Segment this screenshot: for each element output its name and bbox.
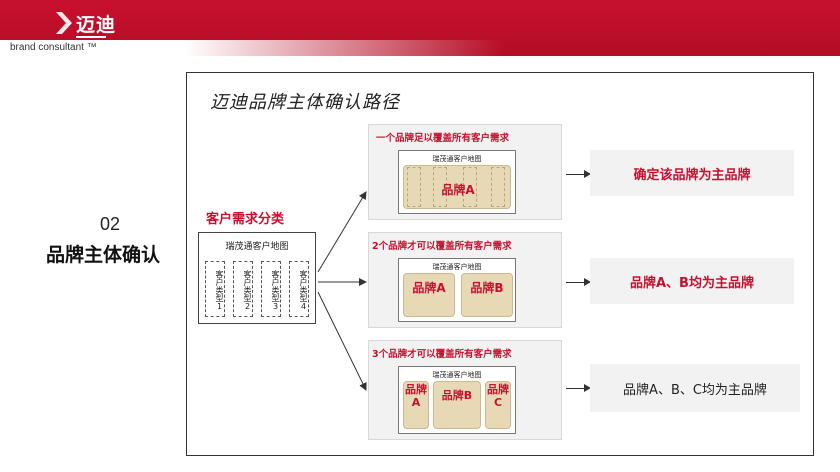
diagram-frame: [186, 72, 814, 456]
logo-name: 迈迪: [76, 14, 117, 36]
arrow-to-scenario-3: [317, 291, 367, 391]
logo: 迈迪 brand consultant ™: [8, 6, 168, 54]
brand-block: [485, 381, 511, 429]
brand-block: [461, 273, 513, 317]
scenario-label-2: 2个品牌才可以覆盖所有客户需求: [372, 241, 512, 252]
ghost-segment: [433, 167, 447, 207]
brand-label: 品牌C: [487, 383, 509, 409]
brand-label: 品牌B: [470, 281, 504, 295]
scenario-map-1: 瑞茂通客户地图 品牌A: [398, 150, 516, 214]
logo-underline: [76, 36, 106, 38]
scenario-map-title-2: 瑞茂通客户地图: [432, 263, 482, 271]
logo-subtitle: brand consultant ™: [10, 42, 97, 53]
brand-block: [403, 273, 455, 317]
result-box-3: 品牌A、B、C均为主品牌: [590, 364, 800, 412]
customer-segment: 客户类型1: [205, 261, 225, 317]
result-arrow-head-3: [584, 384, 591, 392]
section-title: 品牌主体确认: [45, 244, 160, 266]
scenario-map-title-1: 瑞茂通客户地图: [432, 155, 482, 163]
scenario-map-3: 瑞茂通客户地图 品牌A 品牌B 品牌C: [398, 366, 516, 434]
result-arrow-head-1: [584, 170, 591, 178]
result-box-2: 品牌A、B均为主品牌: [590, 258, 794, 304]
scenario-map-2: 瑞茂通客户地图 品牌A 品牌B: [398, 258, 516, 322]
brand-block: [403, 165, 511, 209]
result-box-1: 确定该品牌为主品牌: [590, 150, 794, 196]
ghost-segment: [491, 167, 505, 207]
ghost-segment: [407, 167, 421, 207]
brand-label: 品牌A: [441, 183, 475, 197]
customer-segment: 客户类型2: [233, 261, 253, 317]
source-map-title: 瑞茂通客户地图: [225, 242, 289, 252]
arrow-to-scenario-1: [317, 191, 367, 273]
logo-chevron-icon: [56, 12, 72, 34]
customer-segment: 客户类型4: [289, 261, 309, 317]
ghost-segment: [463, 167, 477, 207]
customer-segment: 客户类型3: [261, 261, 281, 317]
result-arrow-3: [566, 388, 586, 389]
result-arrow-head-2: [584, 278, 591, 286]
scenario-label-3: 3个品牌才可以覆盖所有客户需求: [372, 349, 512, 360]
brand-block: [403, 381, 429, 429]
section-number: 02: [99, 214, 121, 234]
scenario-map-title-3: 瑞茂通客户地图: [432, 371, 482, 379]
brand-label: 品牌B: [441, 389, 473, 402]
header-stripe: [0, 40, 840, 58]
result-arrow-1: [566, 174, 586, 175]
result-arrow-2: [566, 282, 586, 283]
classify-label: 客户需求分类: [206, 212, 285, 227]
source-customer-map: 瑞茂通客户地图 客户类型1 客户类型2 客户类型3 客户类型4: [198, 232, 316, 324]
brand-label: 品牌A: [412, 281, 446, 295]
scenario-label-1: 一个品牌足以覆盖所有客户需求: [376, 133, 510, 144]
diagram-title: 迈迪品牌主体确认路径: [210, 92, 400, 113]
brand-block: [433, 381, 481, 429]
brand-label: 品牌A: [405, 383, 427, 409]
